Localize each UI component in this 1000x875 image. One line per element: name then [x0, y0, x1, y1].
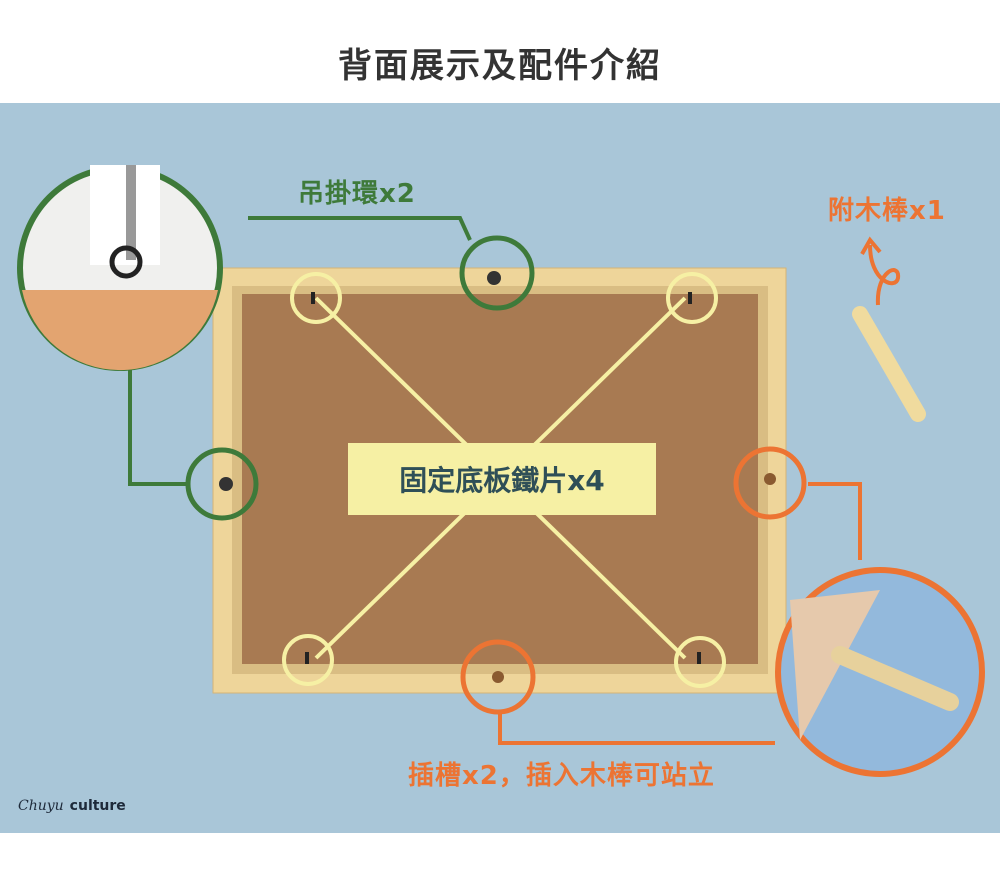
slot-marker-side — [733, 446, 807, 520]
hanging-ring-marker-side — [185, 447, 259, 521]
curved-arrow-icon — [868, 244, 901, 306]
plate-marker-top-right — [666, 272, 718, 324]
hanging-ring-marker-top — [459, 235, 535, 311]
logo-word: culture — [69, 798, 126, 814]
plate-marker-top-left — [290, 272, 342, 324]
hanging-ring-label: 吊掛環x2 — [298, 179, 416, 209]
logo-script: Chuyu — [18, 798, 64, 814]
wood-stick — [852, 306, 926, 422]
wood-stick-label: 附木棒x1 — [828, 196, 946, 226]
page-title: 背面展示及配件介紹 — [338, 46, 662, 86]
brand-logo: Chuyu culture — [18, 798, 126, 814]
fixing-plates-label: 固定底板鐵片x4 — [348, 443, 656, 515]
plate-marker-bottom-right — [674, 636, 726, 688]
slots-label: 插槽x2，插入木棒可站立 — [408, 761, 715, 791]
slot-marker-bottom — [460, 639, 536, 715]
plate-marker-bottom-left — [282, 634, 334, 686]
